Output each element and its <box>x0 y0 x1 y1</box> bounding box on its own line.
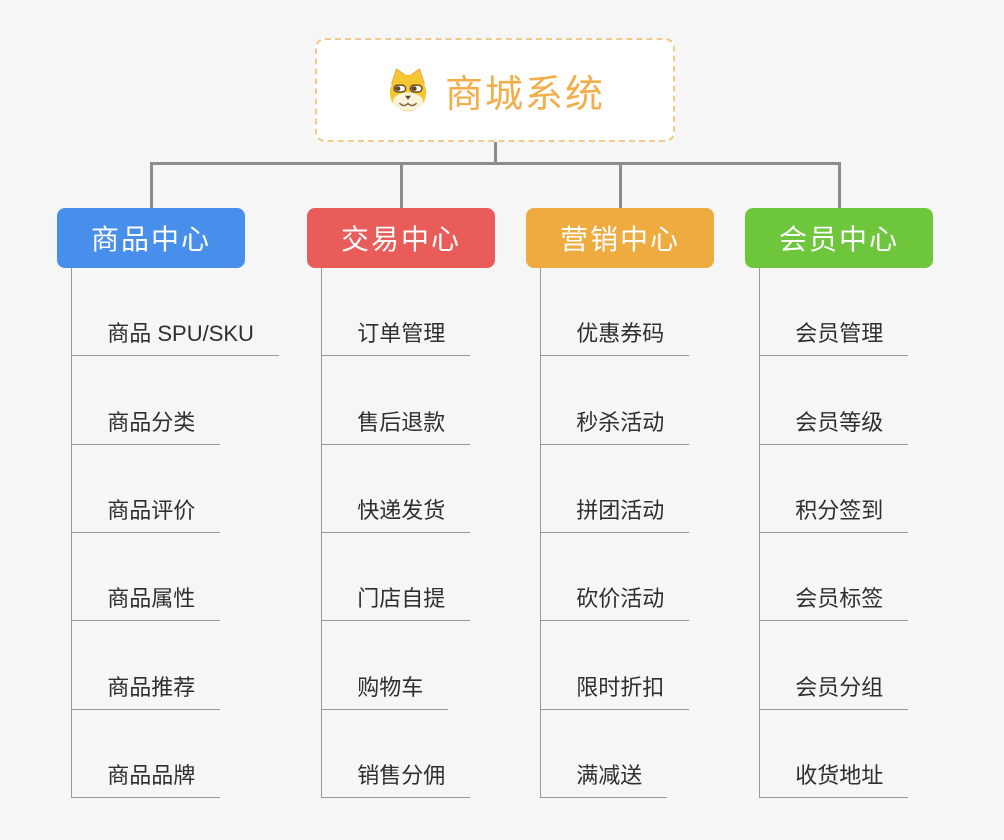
leaf-row: 会员分组 <box>760 621 909 710</box>
leaf-node[interactable]: 商品品牌 <box>72 758 221 798</box>
leaf-node[interactable]: 会员等级 <box>760 405 909 445</box>
leaf-row: 满减送 <box>541 710 689 798</box>
leaf-node[interactable]: 拼团活动 <box>541 493 690 533</box>
leaf-row: 订单管理 <box>322 268 471 357</box>
leaf-node[interactable]: 订单管理 <box>322 316 471 357</box>
leaf-row: 收货地址 <box>760 710 909 798</box>
leaf-node[interactable]: 售后退款 <box>322 405 471 445</box>
branch-node-2[interactable]: 交易中心 <box>307 208 495 268</box>
branch-label: 营销中心 <box>559 224 680 255</box>
leaf-column-2: 订单管理售后退款快递发货门店自提购物车销售分佣 <box>321 268 471 798</box>
leaf-node[interactable]: 购物车 <box>322 670 449 710</box>
leaf-row: 商品 SPU/SKU <box>72 268 279 357</box>
leaf-row: 销售分佣 <box>322 710 471 798</box>
leaf-node[interactable]: 会员分组 <box>760 670 909 710</box>
leaf-row: 售后退款 <box>322 356 471 445</box>
leaf-column-3: 优惠券码秒杀活动拼团活动砍价活动限时折扣满减送 <box>540 268 690 798</box>
leaf-column-1: 商品 SPU/SKU 商品分类商品评价商品属性商品推荐商品品牌 <box>71 268 279 798</box>
connector-line <box>149 162 841 165</box>
leaf-row: 优惠券码 <box>541 268 690 357</box>
leaf-row: 积分签到 <box>760 445 909 533</box>
branch-node-4[interactable]: 会员中心 <box>745 208 933 268</box>
leaf-row: 拼团活动 <box>541 445 690 533</box>
leaf-node[interactable]: 商品分类 <box>72 405 221 445</box>
leaf-node[interactable]: 门店自提 <box>322 581 471 622</box>
leaf-node[interactable]: 商品 SPU/SKU <box>72 316 279 357</box>
leaf-node[interactable]: 限时折扣 <box>541 670 690 710</box>
leaf-column-4: 会员管理会员等级积分签到会员标签会员分组收货地址 <box>759 268 909 798</box>
leaf-row: 商品属性 <box>72 533 279 622</box>
branch-node-3[interactable]: 营销中心 <box>526 208 714 268</box>
leaf-node[interactable]: 会员管理 <box>760 316 909 357</box>
connector-line <box>618 162 622 208</box>
leaf-node[interactable]: 积分签到 <box>760 493 909 533</box>
leaf-node[interactable]: 秒杀活动 <box>541 405 690 445</box>
leaf-row: 会员管理 <box>760 268 909 357</box>
leaf-node[interactable]: 会员标签 <box>760 581 909 622</box>
leaf-row: 商品分类 <box>72 356 279 445</box>
leaf-node[interactable]: 商品属性 <box>72 581 221 622</box>
connector-line <box>149 162 153 208</box>
branch-label: 商品中心 <box>90 224 211 255</box>
leaf-row: 购物车 <box>322 621 470 710</box>
leaf-row: 砍价活动 <box>541 533 690 622</box>
leaf-row: 会员标签 <box>760 533 909 622</box>
connector-line <box>837 162 841 208</box>
leaf-row: 商品推荐 <box>72 621 279 710</box>
leaf-node[interactable]: 收货地址 <box>760 758 909 798</box>
leaf-row: 秒杀活动 <box>541 356 690 445</box>
leaf-row: 门店自提 <box>322 533 471 622</box>
leaf-node[interactable]: 快递发货 <box>322 493 471 533</box>
leaf-node[interactable]: 商品推荐 <box>72 670 221 710</box>
leaf-row: 商品品牌 <box>72 710 279 798</box>
leaf-node[interactable]: 优惠券码 <box>541 316 690 357</box>
leaf-row: 限时折扣 <box>541 621 690 710</box>
doge-icon <box>385 67 431 113</box>
connector-line <box>399 162 403 208</box>
branch-label: 会员中心 <box>778 224 899 255</box>
leaf-node[interactable]: 砍价活动 <box>541 581 690 622</box>
leaf-node[interactable]: 销售分佣 <box>322 758 471 798</box>
leaf-row: 会员等级 <box>760 356 909 445</box>
connector-line <box>493 142 497 165</box>
branch-label: 交易中心 <box>340 224 461 255</box>
branch-node-1[interactable]: 商品中心 <box>57 208 245 268</box>
root-title: 商城系统 <box>444 73 605 116</box>
leaf-node[interactable]: 商品评价 <box>72 493 221 533</box>
root-node[interactable]: 商城系统 <box>315 38 675 142</box>
leaf-node[interactable]: 满减送 <box>541 758 668 798</box>
leaf-row: 快递发货 <box>322 445 471 533</box>
leaf-row: 商品评价 <box>72 445 279 533</box>
